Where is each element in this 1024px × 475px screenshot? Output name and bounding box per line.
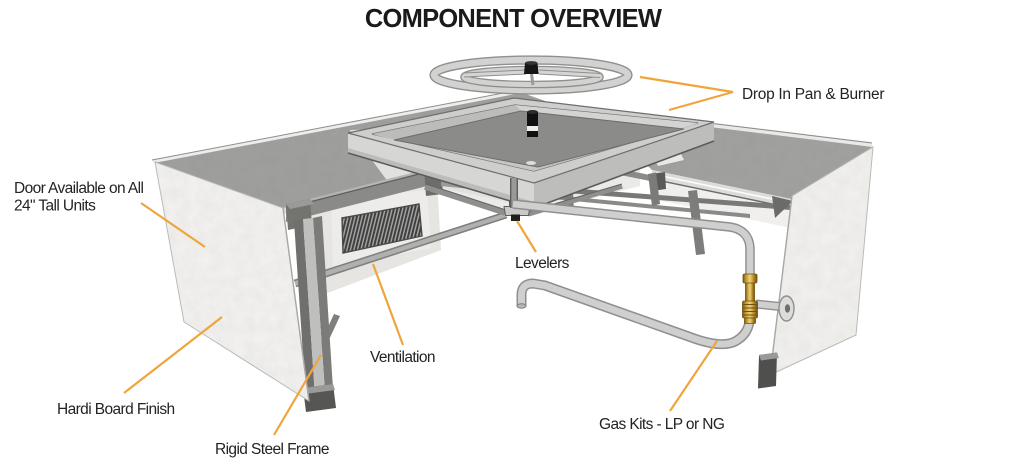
svg-text:24" Tall Units: 24" Tall Units [14, 198, 96, 215]
svg-text:Ventilation: Ventilation [370, 349, 435, 366]
svg-text:Drop In Pan & Burner: Drop In Pan & Burner [742, 86, 884, 103]
svg-text:Hardi Board Finish: Hardi Board Finish [57, 401, 175, 418]
svg-text:Rigid Steel Frame: Rigid Steel Frame [215, 441, 329, 458]
svg-text:COMPONENT OVERVIEW: COMPONENT OVERVIEW [365, 5, 663, 33]
svg-text:Door Available on All: Door Available on All [14, 180, 143, 197]
svg-text:Levelers: Levelers [515, 255, 570, 272]
svg-text:Gas Kits - LP or NG: Gas Kits - LP or NG [599, 416, 724, 433]
